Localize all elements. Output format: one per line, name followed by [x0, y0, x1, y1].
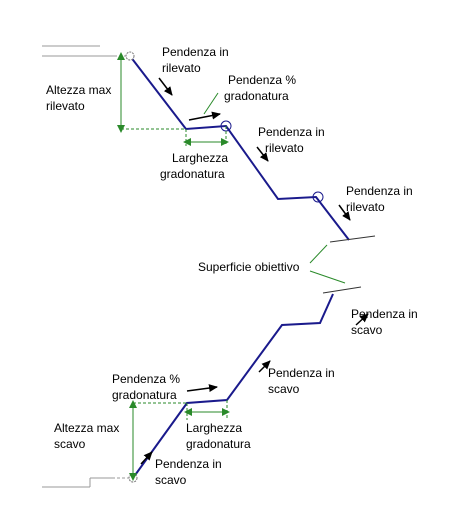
label-target-surface: Superficie obiettivo	[198, 260, 300, 274]
bottom-green-guides	[129, 400, 230, 481]
bottom-slope-3-arrow	[140, 451, 153, 465]
bottom-slope-2-arrow	[258, 360, 271, 373]
top-arrows	[158, 77, 351, 221]
bottom-arrows	[140, 313, 369, 465]
bottom-excavation-profile	[132, 293, 334, 479]
label-top-max-height: Altezza max rilevato	[46, 83, 115, 113]
label-bottom-slope-3: Pendenza in scavo	[155, 457, 225, 487]
label-top-slope-1: Pendenza in rilevato	[162, 45, 232, 75]
label-bottom-max-height: Altezza max scavo	[54, 421, 123, 451]
top-existing-ground	[42, 45, 130, 57]
bottom-slope-1-arrow	[355, 313, 369, 326]
bottom-existing-ground	[42, 477, 132, 488]
bottom-target-surface-line	[322, 286, 362, 294]
label-bottom-slope-1: Pendenza in scavo	[351, 307, 421, 337]
label-bottom-slope-2: Pendenza in scavo	[268, 366, 338, 396]
top-embankment-profile	[129, 55, 350, 241]
top-slope-2-arrow	[256, 146, 269, 162]
top-slope-3-arrow	[338, 204, 351, 221]
target-surface-leaders	[309, 244, 346, 284]
top-target-surface-line	[329, 235, 376, 243]
label-bottom-step-width: Larghezza gradonatura	[186, 421, 251, 451]
top-slope-1-arrow	[158, 77, 173, 96]
label-bottom-step-grade: Pendenza % gradonatura	[112, 372, 183, 402]
label-top-step-width: Larghezza gradonatura	[160, 151, 231, 181]
label-top-slope-2: Pendenza in rilevato	[258, 125, 328, 155]
label-top-step-grade: Pendenza % gradonatura	[224, 73, 299, 103]
top-start-node	[125, 51, 135, 61]
bottom-step-grade-arrow	[186, 384, 218, 393]
top-step-node-2	[312, 191, 324, 203]
top-green-guides	[117, 52, 229, 146]
label-top-slope-3: Pendenza in rilevato	[346, 184, 416, 214]
top-step-grade-arrow	[188, 111, 221, 121]
top-step-grade-leader	[203, 92, 219, 115]
